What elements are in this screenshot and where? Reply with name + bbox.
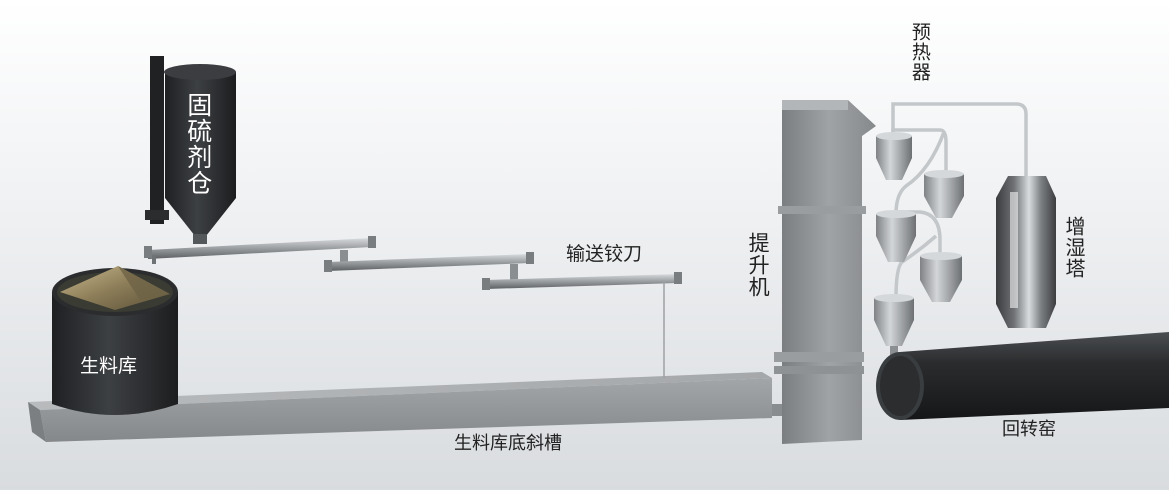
label-sulfur-agent-bin: 固硫剂仓 bbox=[183, 92, 213, 196]
silo-chute bbox=[28, 372, 796, 442]
preheater-cyclones bbox=[874, 132, 964, 362]
label-humidifier-tower: 增湿塔 bbox=[1062, 216, 1086, 279]
humidifier-tower bbox=[996, 176, 1056, 328]
cyclone-3 bbox=[876, 210, 916, 262]
label-rotary-kiln: 回转窑 bbox=[1002, 419, 1056, 440]
cyclone-2 bbox=[924, 170, 964, 218]
raw-meal-silo bbox=[52, 266, 178, 415]
cyclone-1 bbox=[876, 132, 912, 180]
screw-conveyor-1 bbox=[144, 236, 376, 264]
label-preheater: 预热器 bbox=[908, 22, 931, 82]
label-bucket-elevator: 提升机 bbox=[746, 232, 771, 298]
label-silo-chute: 生料库底斜槽 bbox=[454, 433, 562, 454]
label-screw-conveyor: 输送铰刀 bbox=[566, 243, 643, 265]
sulfur-agent-bin bbox=[145, 56, 236, 244]
screw-conveyors bbox=[144, 236, 682, 378]
rotary-kiln bbox=[876, 332, 1169, 420]
cyclone-4 bbox=[920, 252, 962, 302]
screw-conveyor-3 bbox=[482, 264, 682, 378]
screw-conveyor-2 bbox=[324, 250, 534, 272]
bucket-elevator bbox=[774, 100, 876, 444]
label-raw-meal-silo: 生料库 bbox=[80, 355, 138, 377]
